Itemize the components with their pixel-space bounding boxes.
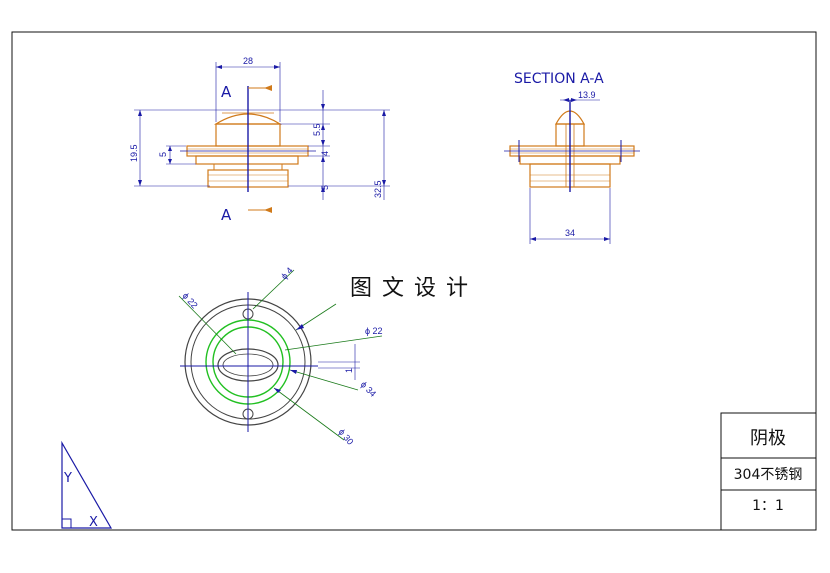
dim-section-width: 34 (565, 228, 575, 238)
front-view: A A 28 19.5 5 5.5 4 5 (129, 56, 390, 224)
material: 304不锈钢 (734, 467, 803, 483)
dim-section-dome: 13.9 (578, 90, 596, 100)
dim-front-overall: 32.5 (373, 180, 383, 198)
axis-triad: Y X (61, 440, 113, 530)
section-marker-top: A (221, 83, 232, 101)
dim-dia-22-left: ϕ 22 (181, 291, 200, 311)
sheet-border (11, 31, 817, 531)
dim-dia-34: ϕ 34 (359, 379, 378, 398)
dim-front-base: 5 (320, 185, 330, 190)
front-step (195, 155, 299, 165)
section-title: SECTION A-A (514, 71, 604, 87)
dim-dia-22-right: ϕ 22 (365, 326, 383, 336)
watermark-block: 图文设计 (344, 262, 492, 304)
triad-triangle (61, 440, 113, 529)
dim-front-total-height: 19.5 (129, 144, 139, 162)
dim-front-flange: 5 (158, 152, 168, 157)
title-block: 阴极 304不锈钢 1：1 (720, 412, 817, 531)
part-name: 阴极 (750, 428, 786, 449)
dim-front-width: 28 (243, 56, 253, 66)
dim-front-dome: 5.5 (312, 123, 322, 136)
triad-y-label: Y (63, 471, 72, 486)
watermark-text: 图文设计 (350, 276, 478, 301)
section-view: SECTION A-A 13.9 34 (504, 71, 640, 244)
triad-x-label: X (89, 515, 98, 530)
section-marker-bottom: A (221, 206, 232, 224)
dim-front-step: 4 (320, 151, 330, 156)
dim-hole-diameter: ϕ 4 (279, 265, 295, 281)
dim-slot: 1 (344, 368, 354, 373)
scale: 1：1 (752, 498, 784, 514)
